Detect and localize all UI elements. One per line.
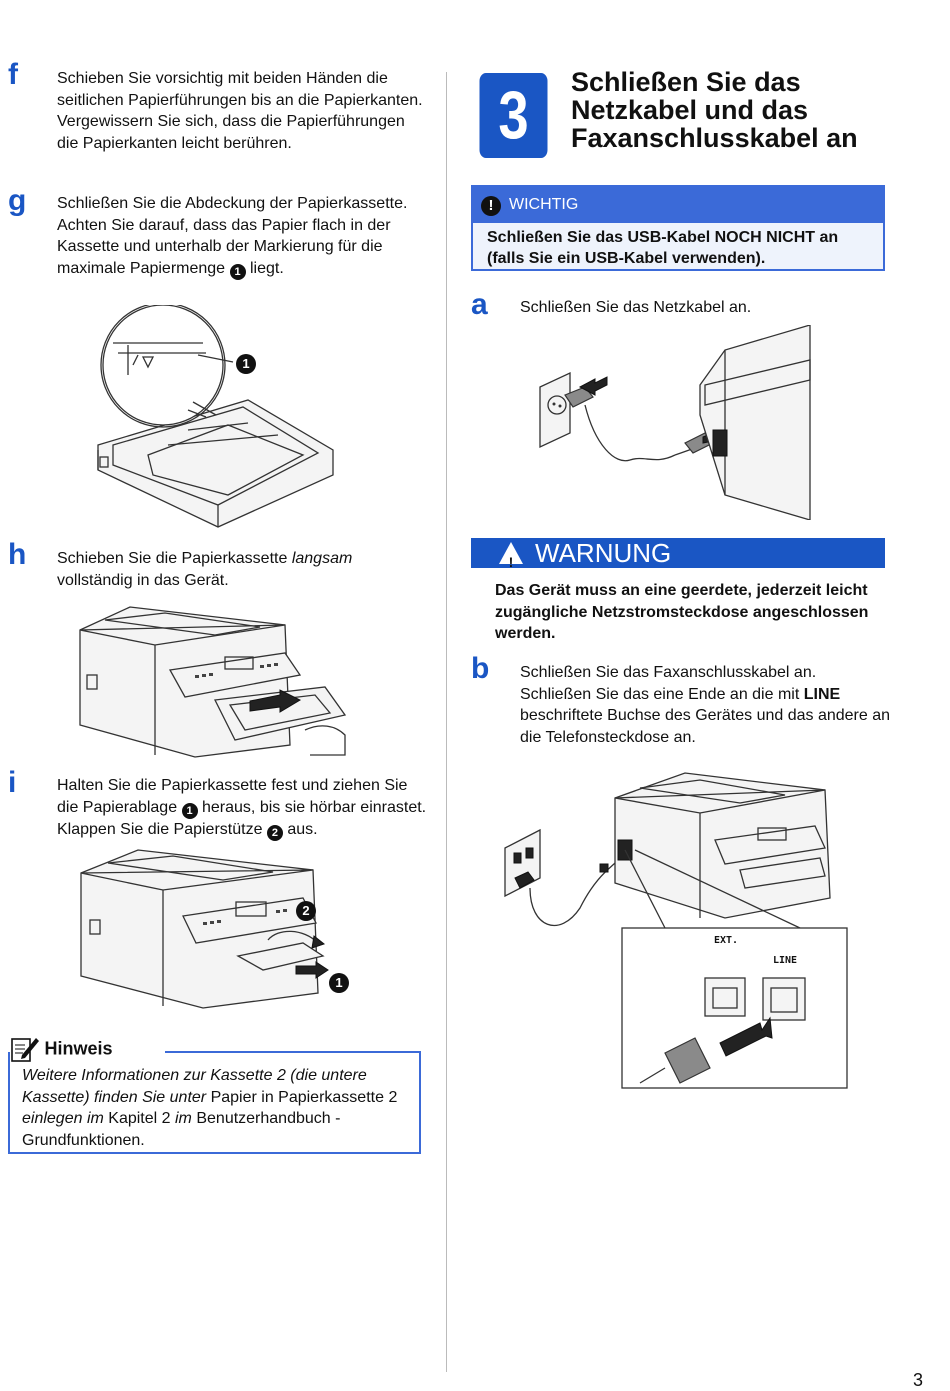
warning-exclamation: ! (508, 554, 514, 570)
step-g-text-b: liegt. (249, 259, 284, 277)
hinweis-top-line (165, 1051, 421, 1053)
step-letter-b: b (471, 652, 490, 685)
step-i-text: Halten Sie die Papierkassette fest und z… (57, 775, 432, 841)
hinweis-text-3: einlegen im (22, 1110, 104, 1127)
step-i-text-a: Halten Sie die Papierkassette fest und z… (57, 777, 408, 816)
jack-label-ext: EXT. (714, 935, 739, 946)
hinweis-text-4: Kapitel 2 (108, 1110, 171, 1127)
page-number: 3 (912, 1370, 923, 1390)
hinweis-title: Hinweis (44, 1038, 113, 1059)
warning-triangle-icon (499, 542, 523, 564)
hinweis-text-1: Weitere Informationen zur Kassette 2 (di… (22, 1067, 367, 1106)
callout-2-illustration: 2 (296, 901, 316, 921)
callout-1: 1 (229, 263, 246, 280)
step-h-text-italic: langsam (291, 550, 353, 567)
wichtig-box: ! WICHTIG Schließen Sie das USB-Kabel NO… (471, 185, 885, 271)
hinweis-text-2: Papier in Papierkassette 2 (210, 1088, 398, 1106)
power-cord-illustration (539, 325, 811, 520)
step-a-text: Schließen Sie das Netzkabel an. (520, 299, 752, 316)
hinweis-header: Hinweis (10, 1035, 112, 1063)
jack-label-line: LINE (773, 955, 798, 966)
step-letter-a: a (471, 288, 488, 321)
hinweis-text: Weitere Informationen zur Kassette 2 (di… (22, 1065, 417, 1151)
step-i-text-b: heraus, bis sie hörbar einrastet. Klappe… (57, 798, 427, 838)
hinweis-box (8, 1052, 421, 1154)
step-letter-g: g (8, 184, 27, 217)
wichtig-bar: ! WICHTIG (473, 187, 883, 223)
callout-1-illustration: 1 (236, 354, 256, 374)
step-letter-i: i (8, 766, 17, 799)
step-g-text: Schließen Sie die Abdeckung der Papierka… (57, 193, 427, 280)
step-i-text-c: aus. (287, 820, 318, 838)
column-divider (446, 72, 447, 1372)
step-f-text: Schieben Sie vorsichtig mit beiden Hände… (57, 70, 423, 152)
warnung-text: Das Gerät muss an eine geerdete, jederze… (495, 582, 869, 642)
step-b-text: Schließen Sie das Faxanschlusskabel an. … (520, 662, 890, 748)
step-b-text-a: Schließen Sie das Faxanschlusskabel an. … (520, 664, 817, 703)
wichtig-label: WICHTIG (509, 196, 579, 213)
wichtig-text: Schließen Sie das USB-Kabel NOCH NICHT a… (487, 229, 839, 267)
step-letter-f: f (8, 58, 18, 91)
step-number-badge: 3 (479, 73, 548, 158)
step-b-text-b: beschriftete Buchse des Gerätes und das … (520, 707, 891, 746)
paper-tray-illustration (97, 305, 334, 528)
step-h-text: Schieben Sie die Papierkassette langsam … (57, 548, 427, 591)
step-h-text-b: vollständig in das Gerät. (57, 571, 229, 589)
step-b-text-bold: LINE (803, 685, 841, 703)
step-title: Schließen Sie das Netzkabel und das Faxa… (571, 67, 858, 153)
hinweis-text-6: Benutzerhandbuch - Grundfunktionen. (22, 1110, 341, 1149)
exclamation-icon: ! (481, 196, 501, 216)
hinweis-text-5: im (175, 1110, 192, 1127)
note-pencil-icon (11, 1038, 39, 1062)
warnung-label: WARNUNG (535, 538, 672, 568)
step-h-text-a: Schieben Sie die Papierkassette (57, 550, 288, 567)
printer-tray-insert-illustration (79, 606, 347, 758)
callout-1: 1 (181, 802, 198, 819)
printer-output-tray-illustration (80, 849, 329, 1009)
phone-line-illustration (504, 772, 848, 1089)
step-letter-h: h (8, 538, 27, 571)
callout-1-illustration-b: 1 (329, 973, 349, 993)
step-g-text-a: Schließen Sie die Abdeckung der Papierka… (57, 195, 408, 277)
callout-2: 2 (266, 824, 283, 841)
warnung-bar: ! WARNUNG (471, 538, 885, 570)
